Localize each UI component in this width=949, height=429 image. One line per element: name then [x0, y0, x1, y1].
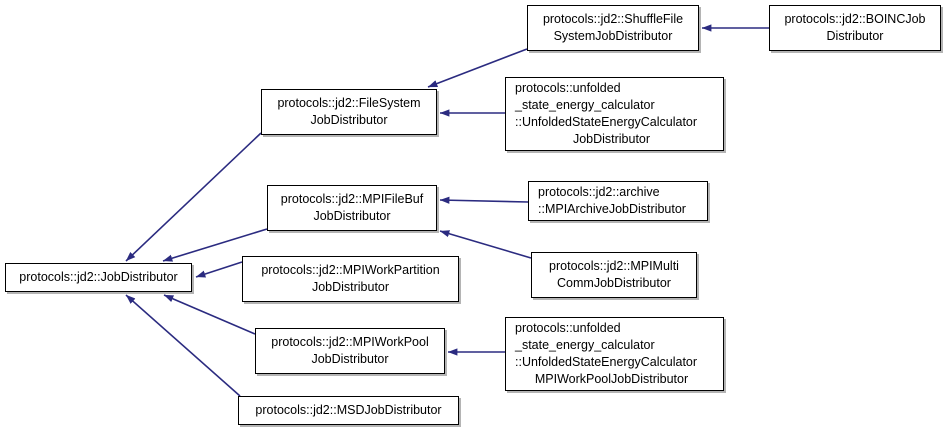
node-file-system-job-distributor[interactable]: protocols::jd2::FileSystem JobDistributo…: [261, 89, 437, 135]
node-label-line: JobDistributor: [310, 113, 388, 127]
node-label-line: JobDistributor: [313, 209, 391, 223]
node-label-line: Distributor: [826, 29, 884, 43]
node-mpi-work-pool-job-distributor[interactable]: protocols::jd2::MPIWorkPool JobDistribut…: [255, 328, 445, 374]
node-label-line: protocols::jd2::JobDistributor: [19, 270, 178, 284]
edge-filesystem-to-jobdistributor: [125, 132, 262, 262]
node-label-line: protocols::jd2::archive: [538, 185, 660, 199]
edge-mpimulticomm-to-mpifilebuf: [439, 230, 532, 259]
node-label-line: ::UnfoldedStateEnergyCalculator: [515, 115, 698, 129]
node-label-line: MPIWorkPoolJobDistributor: [534, 372, 689, 386]
edge-msd-to-jobdistributor: [125, 294, 241, 397]
node-label-line: protocols::jd2::MPIMulti: [549, 259, 679, 273]
node-label-line: JobDistributor: [311, 280, 390, 294]
node-label-line: _state_energy_calculator: [515, 338, 655, 352]
node-label-line: protocols::jd2::BOINCJob: [784, 12, 926, 26]
node-unfolded-state-energy-calculator-mpi-work-pool-job-distributor[interactable]: protocols::unfolded _state_energy_calcul…: [505, 317, 724, 391]
edge-mpiworkpartition-to-jobdistributor: [195, 261, 243, 278]
node-label-line: protocols::jd2::FileSystem: [277, 96, 421, 110]
node-mpi-file-buf-job-distributor[interactable]: protocols::jd2::MPIFileBuf JobDistributo…: [267, 185, 437, 231]
node-label-line: CommJobDistributor: [557, 276, 671, 290]
node-unfolded-state-energy-calculator-job-distributor[interactable]: protocols::unfolded _state_energy_calcul…: [505, 77, 724, 151]
node-label-line: ::MPIArchiveJobDistributor: [538, 202, 686, 216]
node-mpi-archive-job-distributor[interactable]: protocols::jd2::archive ::MPIArchiveJobD…: [528, 181, 708, 221]
node-label-line: protocols::jd2::MPIFileBuf: [280, 192, 424, 206]
node-label-line: protocols::jd2::ShuffleFile: [542, 12, 684, 26]
node-mpi-work-partition-job-distributor[interactable]: protocols::jd2::MPIWorkPartition JobDist…: [242, 256, 459, 302]
node-msd-job-distributor[interactable]: protocols::jd2::MSDJobDistributor: [238, 396, 459, 425]
node-label-line: protocols::jd2::MPIWorkPool: [271, 335, 429, 349]
node-label-line: protocols::unfolded: [515, 81, 621, 95]
node-label-line: JobDistributor: [572, 132, 651, 146]
node-boinc-job-distributor[interactable]: protocols::jd2::BOINCJob Distributor: [769, 5, 941, 51]
node-label-line: protocols::unfolded: [515, 321, 621, 335]
node-mpi-multi-comm-job-distributor[interactable]: protocols::jd2::MPIMulti CommJobDistribu…: [531, 252, 697, 298]
node-label-line: _state_energy_calculator: [515, 98, 655, 112]
node-label-line: ::UnfoldedStateEnergyCalculator: [515, 355, 698, 369]
node-shuffle-file-system-job-distributor[interactable]: protocols::jd2::ShuffleFile SystemJobDis…: [527, 5, 699, 51]
node-label-line: protocols::jd2::MPIWorkPartition: [261, 263, 440, 277]
node-label-line: protocols::jd2::MSDJobDistributor: [255, 403, 442, 417]
node-job-distributor[interactable]: protocols::jd2::JobDistributor: [5, 263, 192, 292]
node-label-line: JobDistributor: [311, 352, 389, 366]
edge-mpiarchive-to-mpifilebuf: [439, 196, 529, 204]
node-label-line: SystemJobDistributor: [553, 29, 673, 43]
